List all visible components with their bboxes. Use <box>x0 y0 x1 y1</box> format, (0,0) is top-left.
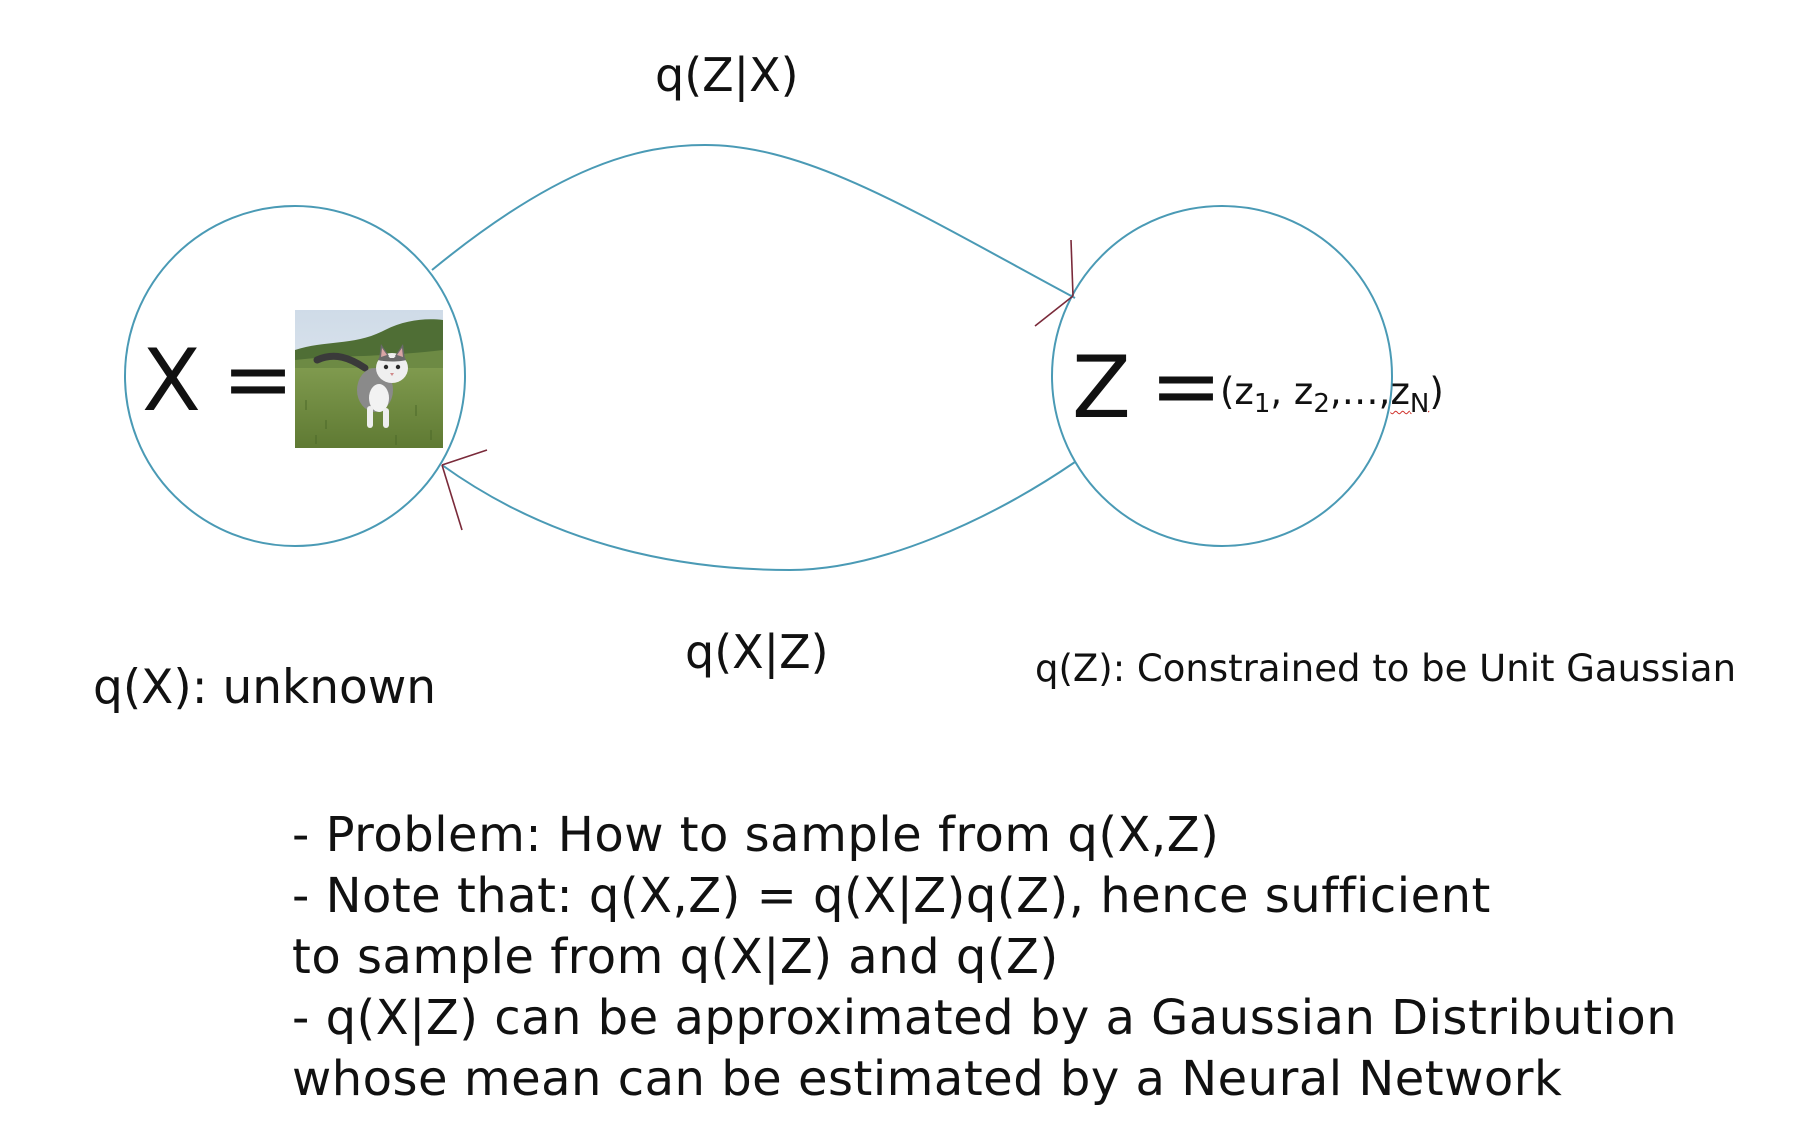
encoder-arrowhead-icon <box>1034 239 1074 327</box>
latent-vector-sep: , z <box>1270 370 1314 413</box>
qx-caption: q(X): unknown <box>93 660 437 715</box>
decoder-arc <box>441 461 1076 572</box>
decoder-arrowhead-icon <box>441 449 488 531</box>
latent-vector-close: ) <box>1429 370 1444 413</box>
x-node-circle <box>124 205 466 547</box>
encoder-label: q(Z|X) <box>655 48 799 102</box>
note-line: - Note that: q(X,Z) = q(X|Z)q(Z), hence … <box>292 868 1491 924</box>
notes-block: - Problem: How to sample from q(X,Z) - N… <box>292 805 1677 1110</box>
note-line: - q(X|Z) can be approximated by a Gaussi… <box>292 990 1678 1046</box>
z-node-circle <box>1051 205 1393 547</box>
kitten-image <box>295 310 443 448</box>
z-symbol: Z <box>1072 338 1131 438</box>
latent-vector-last: zN <box>1390 370 1429 419</box>
latent-sub-2: 2 <box>1313 389 1330 419</box>
latent-vector-last-z: z <box>1390 370 1410 413</box>
latent-sub-n: N <box>1409 389 1430 419</box>
latent-sub-1: 1 <box>1253 389 1271 419</box>
note-line: - Problem: How to sample from q(X,Z) <box>292 807 1220 863</box>
latent-vector-open: (z <box>1220 370 1254 413</box>
x-symbol: X <box>142 331 201 431</box>
latent-vector: (z1, z2,…,zN) <box>1220 370 1444 419</box>
note-line: whose mean can be estimated by a Neural … <box>292 1051 1563 1107</box>
z-equals: = <box>1150 336 1223 436</box>
latent-vector-ellipsis: ,…, <box>1329 370 1391 413</box>
note-line: to sample from q(X|Z) and q(Z) <box>292 929 1059 985</box>
encoder-arc <box>431 143 1076 299</box>
decoder-label: q(X|Z) <box>685 625 829 679</box>
x-equals: = <box>222 329 295 429</box>
qz-caption: q(Z): Constrained to be Unit Gaussian <box>1035 647 1737 690</box>
